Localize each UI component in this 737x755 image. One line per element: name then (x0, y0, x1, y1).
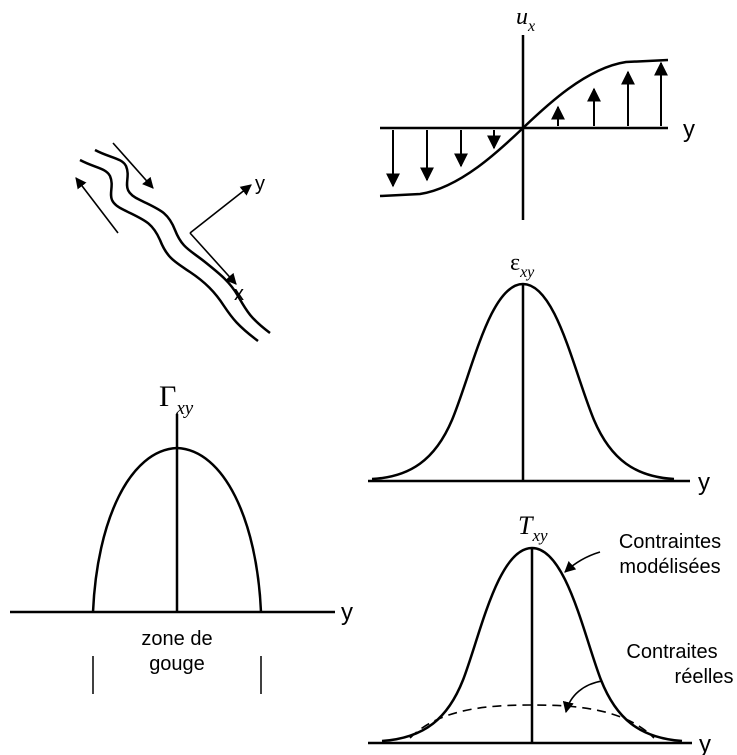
gouge-zone-label-line2: gouge (149, 653, 205, 675)
strain-y-label: εxy (510, 250, 535, 281)
stress-x-label: y (699, 731, 711, 755)
fault-axis-y-label: y (255, 173, 265, 195)
velocity-panel (379, 35, 669, 220)
velocity-y-label-sub: x (527, 18, 535, 35)
real-stress-label-line2: réelles (675, 666, 734, 688)
velocity-arrows (386, 61, 668, 188)
stress-modeled-curve (381, 546, 683, 743)
fault-axis-x-arrow (189, 232, 237, 285)
strain-y-label-sub: xy (519, 264, 535, 281)
fault-boundary-lower (79, 158, 259, 342)
strain-panel (368, 282, 690, 483)
strain-x-label: y (698, 469, 710, 496)
real-label-leader (562, 680, 603, 714)
gamma-x-label: y (341, 599, 353, 626)
velocity-curve (379, 58, 669, 198)
fault-boundary-upper (94, 148, 271, 334)
modeled-label-leader (564, 551, 601, 573)
fault-axis-x-label: x (234, 283, 244, 305)
modeled-stress-label-line1: Contraintes (619, 531, 721, 553)
gamma-y-label: Γxy (159, 380, 194, 419)
gamma-curve (91, 446, 263, 613)
strain-curve (371, 282, 675, 481)
fault-slip-arrow-upper (112, 142, 154, 189)
gouge-zone-label-line1: zone de (141, 628, 212, 650)
stress-panel (368, 546, 692, 745)
modeled-stress-label-line2: modélisées (619, 556, 720, 578)
fault-sketch (75, 142, 271, 342)
velocity-y-label: ux (516, 4, 535, 35)
gamma-y-label-sub: xy (175, 398, 193, 419)
fault-axis-y-arrow (189, 184, 252, 234)
real-stress-label-line1: Contraites (626, 641, 717, 663)
gamma-panel (10, 414, 335, 694)
velocity-x-label: y (683, 116, 695, 143)
stress-y-label: Txy (518, 511, 548, 545)
stress-real-curve (409, 704, 655, 739)
fault-slip-arrow-lower (75, 177, 119, 234)
stress-y-label-sub: xy (531, 526, 548, 545)
